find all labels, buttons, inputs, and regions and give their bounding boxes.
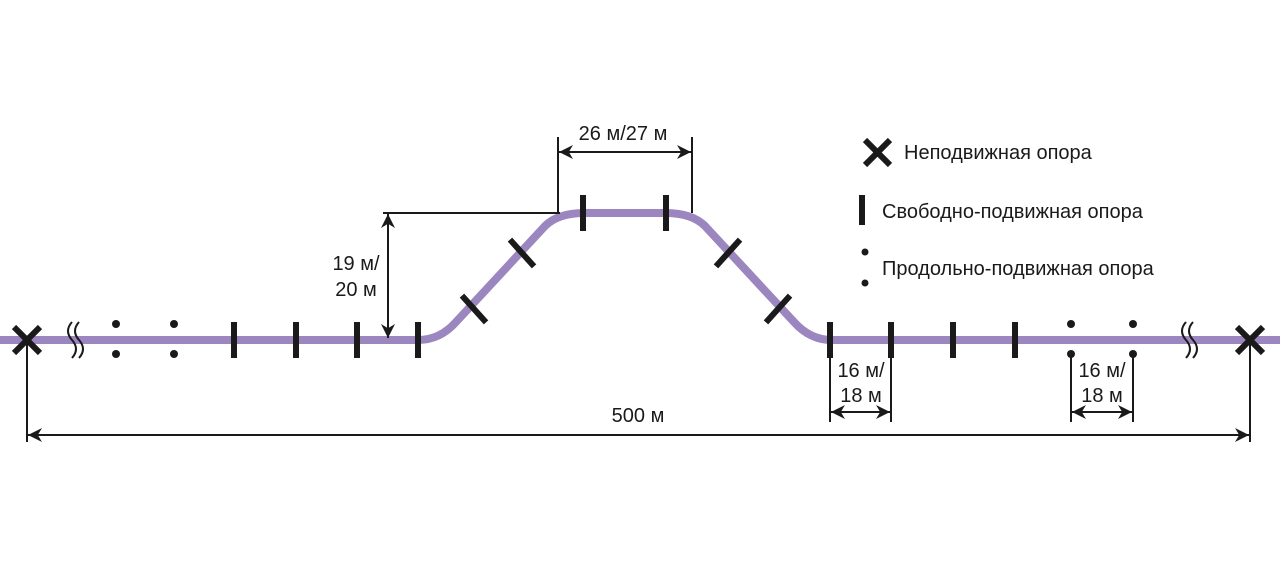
break-icon xyxy=(67,321,84,359)
longitudinal-span-label-line1: 16 м/ xyxy=(1078,360,1126,382)
dimension-lines xyxy=(26,137,1251,442)
legend-longitudinal-label: Продольно-подвижная опора xyxy=(882,258,1155,280)
legend-fixed-label: Неподвижная опора xyxy=(904,142,1093,164)
break-marks xyxy=(67,321,1198,359)
legend-longitudinal-icon xyxy=(861,248,869,287)
total-length-label: 500 м xyxy=(612,405,665,427)
longitudinal-span-label-line2: 18 м xyxy=(1081,385,1123,407)
free-support-icon xyxy=(459,293,489,325)
free-support-icon xyxy=(827,322,833,358)
free-span-label-line2: 18 м xyxy=(840,385,882,407)
longitudinal-support-icon xyxy=(1067,320,1075,358)
free-support-icon xyxy=(293,322,299,358)
free-support-icon xyxy=(663,195,669,231)
longitudinal-support-icon xyxy=(170,320,178,358)
pipeline xyxy=(0,209,1280,344)
free-support-icon xyxy=(888,322,894,358)
free-support-icon xyxy=(1012,322,1018,358)
free-moving-supports xyxy=(231,195,1018,358)
legend-free-icon xyxy=(859,195,865,225)
break-icon xyxy=(1181,321,1198,359)
fixed-support-icon xyxy=(1234,324,1266,356)
free-support-icon xyxy=(415,322,421,358)
longitudinal-support-icon xyxy=(112,320,120,358)
legend: Неподвижная опора Свободно-подвижная опо… xyxy=(859,137,1155,287)
free-support-icon xyxy=(713,237,743,269)
legend-fixed-icon xyxy=(862,137,893,168)
free-support-icon xyxy=(580,195,586,231)
free-support-icon xyxy=(354,322,360,358)
fixed-support-icon xyxy=(11,324,43,356)
free-span-label-line1: 16 м/ xyxy=(837,360,885,382)
longitudinal-supports xyxy=(112,320,1137,358)
top-span-label: 26 м/27 м xyxy=(579,123,668,145)
free-support-icon xyxy=(763,293,793,325)
height-label-line1: 19 м/ xyxy=(332,253,380,275)
height-label-line2: 20 м xyxy=(335,279,377,301)
legend-free-label: Свободно-подвижная опора xyxy=(882,201,1144,223)
longitudinal-support-icon xyxy=(1129,320,1137,358)
free-support-icon xyxy=(507,237,537,269)
free-support-icon xyxy=(231,322,237,358)
fixed-supports xyxy=(11,324,1266,356)
free-support-icon xyxy=(950,322,956,358)
